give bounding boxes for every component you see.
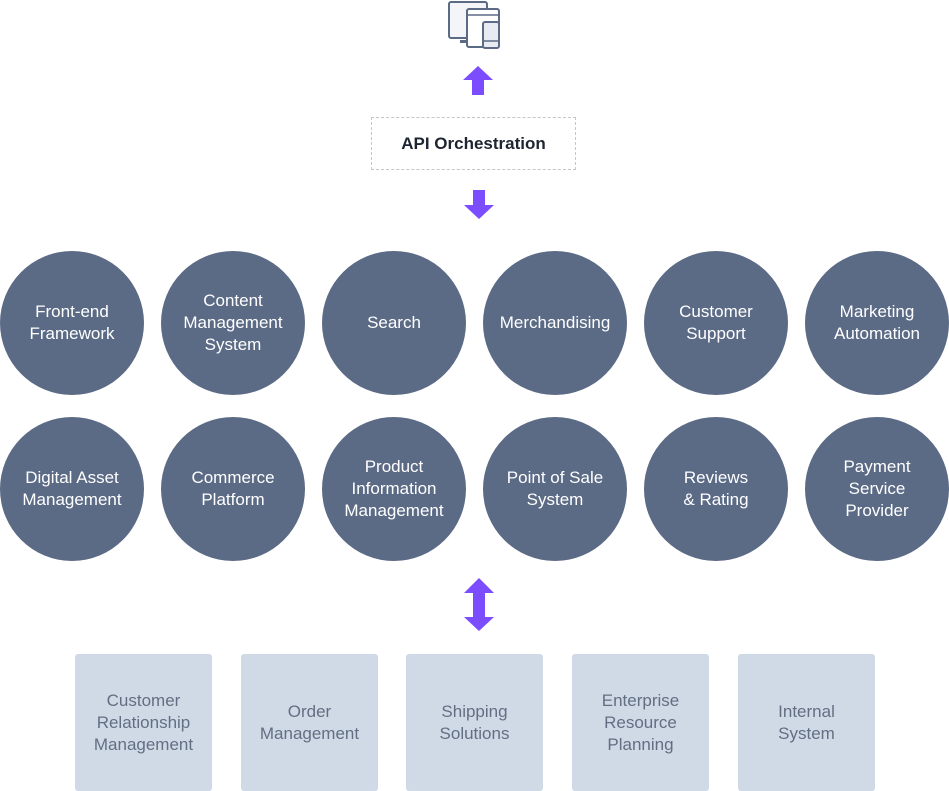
service-label: Digital Asset Management <box>22 468 122 509</box>
service-circle-merchandising: Merchandising <box>483 251 627 395</box>
service-label: Commerce Platform <box>191 468 275 509</box>
devices-icon <box>448 1 500 49</box>
arrow-up-icon <box>463 66 493 95</box>
service-circle-content-management-system: Content Management System <box>161 251 305 395</box>
api-orchestration-label: API Orchestration <box>401 133 546 153</box>
service-circle-payment-service-provider: Payment Service Provider <box>805 417 949 561</box>
backend-label: Shipping Solutions <box>439 701 510 743</box>
service-label: Product Information Management <box>344 457 444 520</box>
service-label: Customer Support <box>679 302 753 343</box>
service-circle-front-end-framework: Front-end Framework <box>0 251 144 395</box>
service-label: Merchandising <box>499 313 611 332</box>
service-circle-digital-asset-management: Digital Asset Management <box>0 417 144 561</box>
service-label: Reviews & Rating <box>683 468 749 509</box>
service-circle-point-of-sale-system: Point of Sale System <box>483 417 627 561</box>
backend-label: Enterprise Resource Planning <box>601 690 680 754</box>
service-label: Payment Service Provider <box>843 457 911 520</box>
backend-box-crm: Customer Relationship Management <box>75 654 212 791</box>
service-label: Content Management System <box>183 291 283 354</box>
backend-box-internal-system: Internal System <box>738 654 875 791</box>
service-circle-search: Search <box>322 251 466 395</box>
backend-label: Internal System <box>778 701 835 743</box>
service-circle-reviews-rating: Reviews & Rating <box>644 417 788 561</box>
service-circle-marketing-automation: Marketing Automation <box>805 251 949 395</box>
backend-label: Customer Relationship Management <box>93 690 194 754</box>
service-circle-customer-support: Customer Support <box>644 251 788 395</box>
backend-box-shipping-solutions: Shipping Solutions <box>406 654 543 791</box>
api-orchestration-box: API Orchestration <box>371 117 576 170</box>
service-label: Search <box>367 313 421 332</box>
service-label: Point of Sale System <box>506 468 604 509</box>
service-circle-product-information-management: Product Information Management <box>322 417 466 561</box>
backend-box-erp: Enterprise Resource Planning <box>572 654 709 791</box>
backend-label: Order Management <box>259 701 360 743</box>
double-arrow-icon <box>464 578 494 631</box>
service-label: Marketing Automation <box>834 302 920 343</box>
backend-box-order-management: Order Management <box>241 654 378 791</box>
service-circle-commerce-platform: Commerce Platform <box>161 417 305 561</box>
arrow-down-icon <box>464 190 494 219</box>
service-label: Front-end Framework <box>29 302 115 343</box>
